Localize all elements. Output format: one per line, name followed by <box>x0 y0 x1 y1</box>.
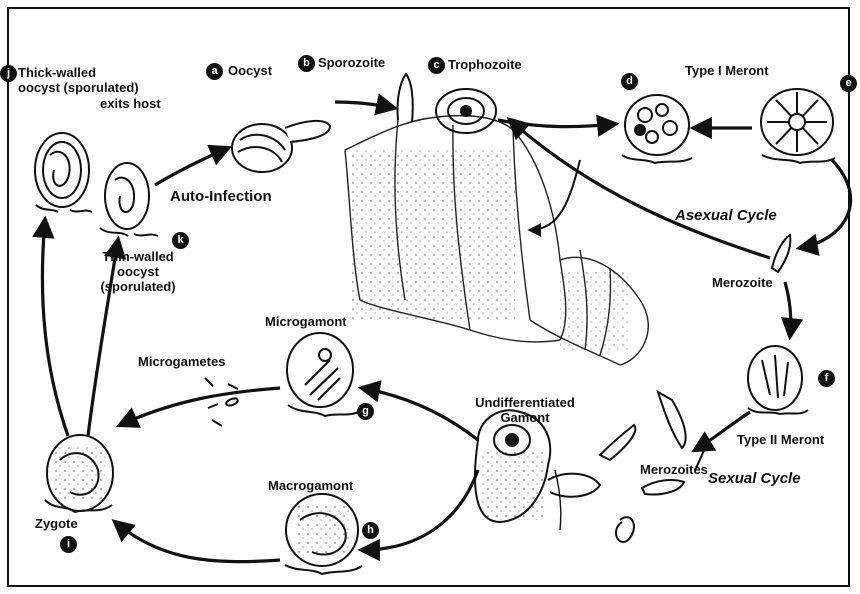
macrogamont-drawing <box>285 494 362 574</box>
type2-meront-label: Type II Meront <box>737 432 824 447</box>
epithelium-central <box>345 116 648 365</box>
thick-walled-label-line3: exits host <box>100 96 161 111</box>
step-badge-e: e <box>840 75 857 92</box>
asexual-cycle-label: Asexual Cycle <box>675 208 777 223</box>
thin-walled-label-line2: oocyst <box>98 264 178 279</box>
type1-meront-label: Type I Meront <box>685 63 769 78</box>
step-badge-j: j <box>0 65 17 82</box>
step-badge-i: i <box>60 536 77 553</box>
sexual-cycle-label: Sexual Cycle <box>708 471 801 486</box>
auto-infection-label: Auto-Infection <box>170 189 272 204</box>
type2-meront-drawing <box>748 346 808 414</box>
step-badge-g: g <box>357 403 374 420</box>
arrow-g-to-i <box>120 388 280 425</box>
step-badge-h: h <box>362 522 379 539</box>
arrow-merozoite-to-c <box>510 120 770 258</box>
step-badge-k: k <box>172 232 189 249</box>
arrow-k-to-a <box>155 148 228 185</box>
undifferentiated-gamont-drawing <box>475 410 634 542</box>
step-badge-d: d <box>621 73 638 90</box>
microgametes-label: Microgametes <box>138 354 225 369</box>
merozoites-label: Merozoites <box>640 462 708 477</box>
macrogamont-label: Macrogamont <box>268 478 353 493</box>
step-badge-f: f <box>818 370 835 387</box>
undifferentiated-gamont-line2: Gamont <box>455 410 595 425</box>
step-badge-a: a <box>206 63 223 80</box>
thick-walled-oocyst-drawing <box>35 133 92 212</box>
oocyst-label: Oocyst <box>228 63 272 78</box>
type1-meront-d-drawing <box>622 95 692 163</box>
zygote-label: Zygote <box>35 516 78 531</box>
microgametes-drawing <box>205 378 239 426</box>
arrow-gamont-to-h <box>362 470 478 550</box>
microgamont-label: Microgamont <box>265 314 347 329</box>
arrow-e-to-merozoite <box>800 160 851 248</box>
microgamont-drawing <box>287 333 362 416</box>
thick-walled-label-line1: Thick-walled <box>18 65 96 80</box>
thin-walled-label-line3: (sporulated) <box>94 279 182 294</box>
thin-walled-oocyst-drawing <box>100 163 158 236</box>
step-badge-c: c <box>428 57 445 74</box>
oocyst-drawing <box>232 121 330 172</box>
sporozoite-label: Sporozoite <box>318 55 385 70</box>
arrow-h-to-i <box>115 522 280 562</box>
arrow-a-to-b <box>335 102 394 108</box>
arrow-i-to-j <box>42 220 68 436</box>
undifferentiated-gamont-line1: Undifferentiated <box>455 395 595 410</box>
zygote-drawing <box>45 435 113 512</box>
step-badge-b: b <box>298 55 315 72</box>
merozoites-drawing <box>600 392 708 495</box>
thin-walled-label-line1: Thin-walled <box>98 249 178 264</box>
type1-meront-e-drawing <box>761 89 835 163</box>
trophozoite-drawing <box>436 89 496 133</box>
merozoite-label: Merozoite <box>712 275 773 290</box>
merozoite-drawing <box>772 235 790 272</box>
sporozoite-drawing <box>397 74 412 122</box>
thick-walled-label-line2: oocyst (sporulated) <box>18 80 139 95</box>
trophozoite-label: Trophozoite <box>448 57 522 72</box>
arrow-merozoite-to-f <box>785 282 791 336</box>
